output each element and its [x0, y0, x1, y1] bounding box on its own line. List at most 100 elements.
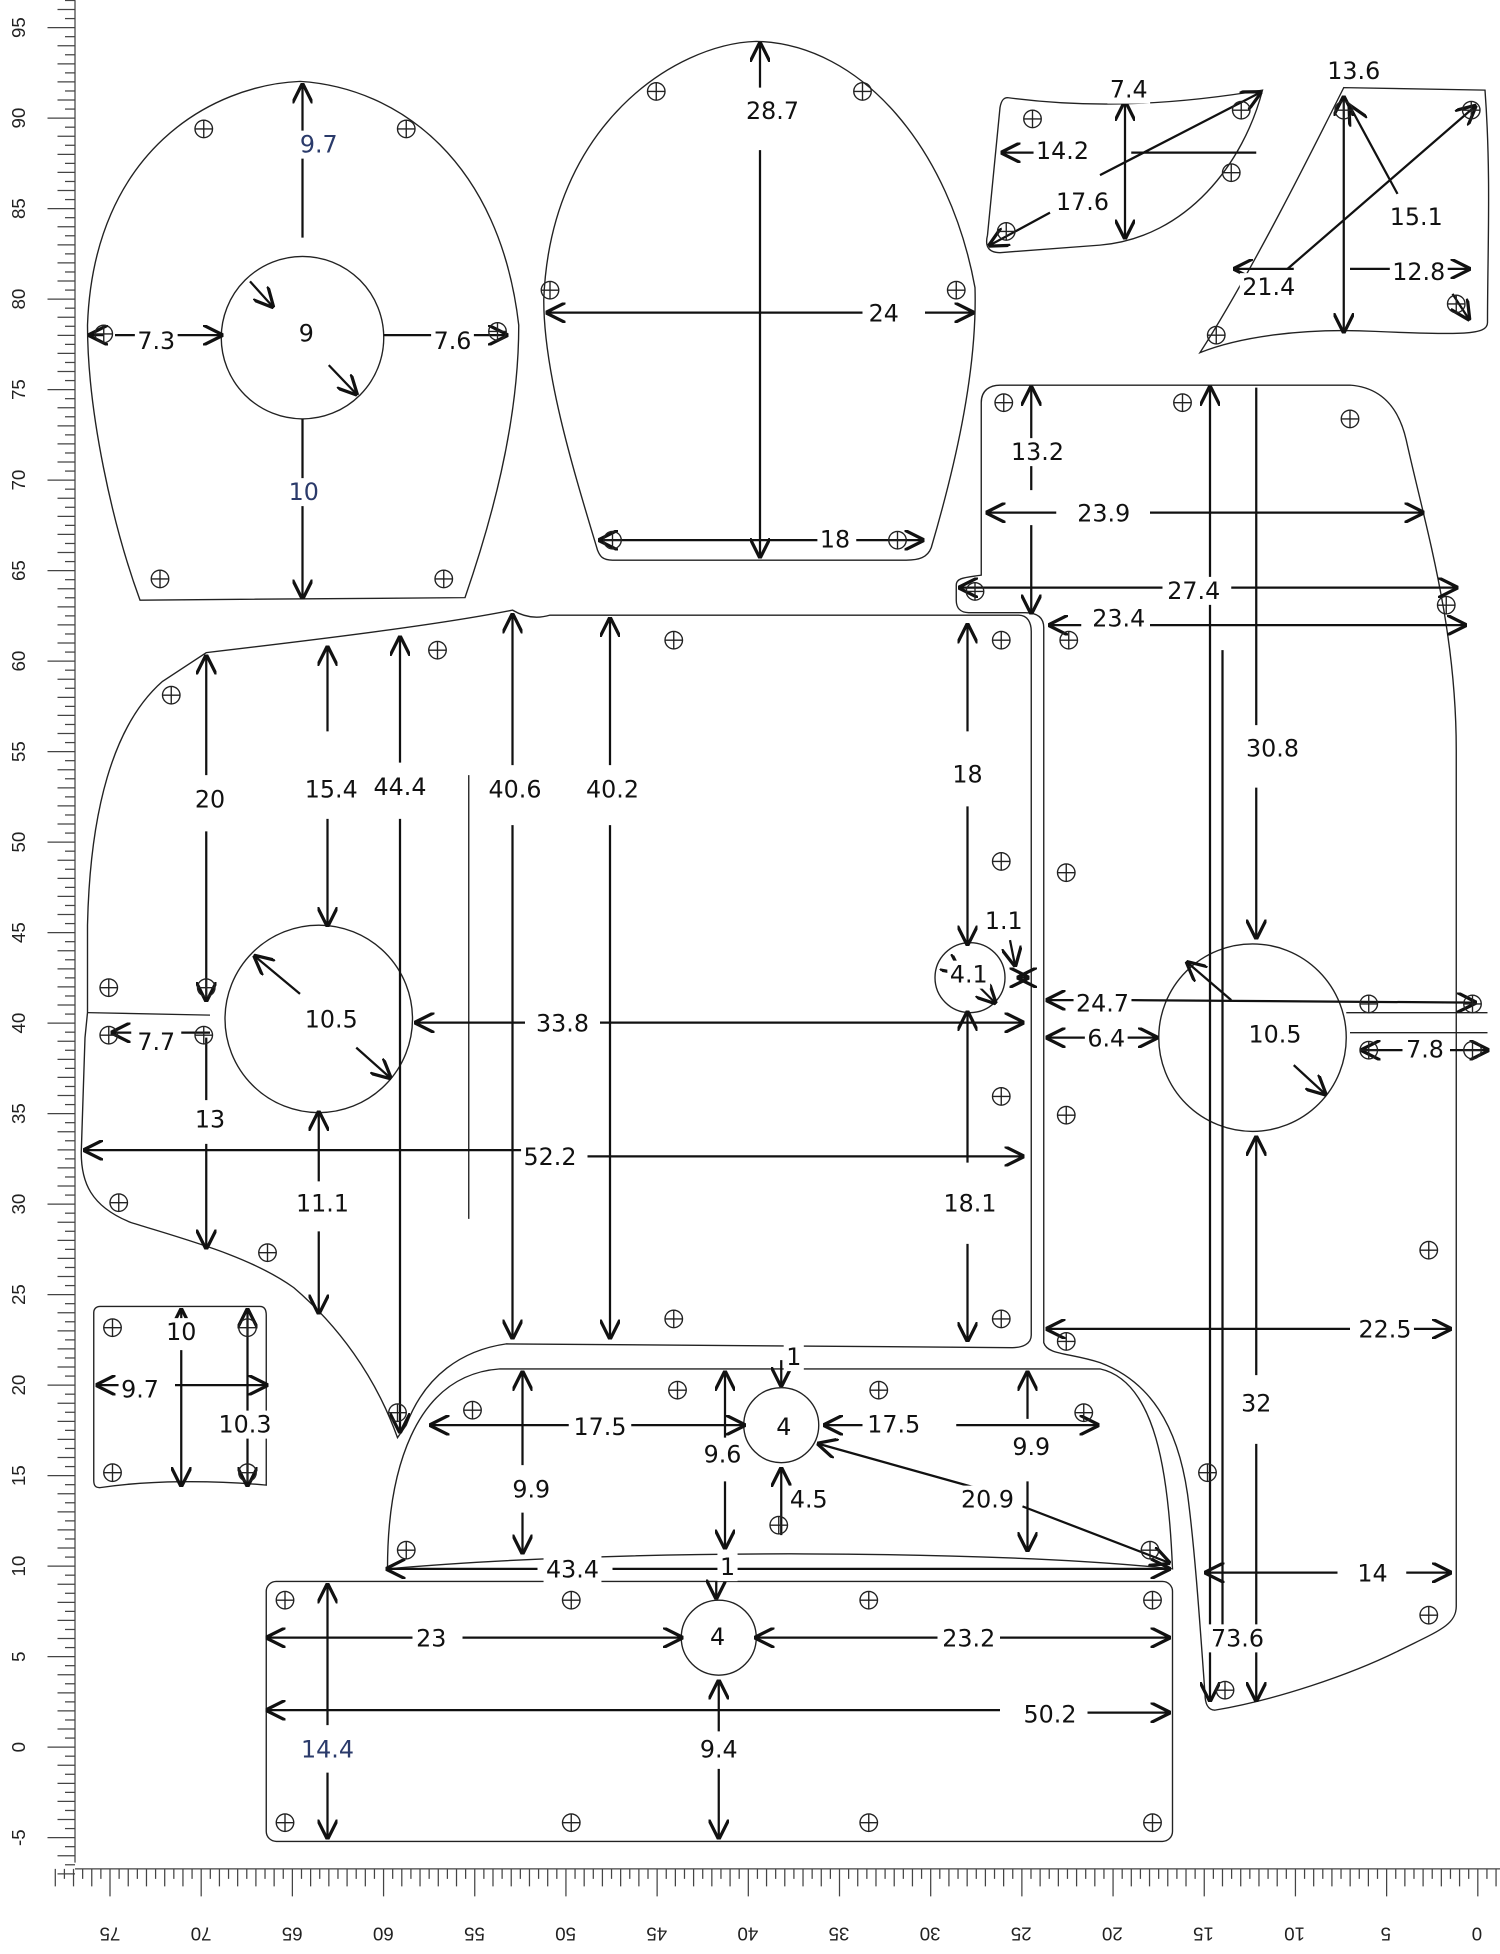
- dimension-label: 18: [952, 761, 982, 789]
- screw-hole-icon: [194, 119, 214, 139]
- dimension-label: 4: [710, 1623, 725, 1651]
- label-backing: [941, 1189, 999, 1218]
- screw-hole-icon: [1359, 1040, 1379, 1060]
- right-hole: [1158, 943, 1347, 1133]
- label-backing: [192, 785, 228, 814]
- dimension-label: 28.7: [746, 97, 799, 125]
- label-backing: [1008, 438, 1067, 467]
- screw-hole-icon: [965, 581, 985, 601]
- label-backing: [286, 478, 322, 507]
- label-backing: [1238, 1389, 1274, 1418]
- label-backing: [1356, 1315, 1414, 1344]
- label-backing: [1246, 1020, 1304, 1049]
- label-backing: [947, 960, 991, 989]
- left-ruler-label: 80: [8, 289, 29, 310]
- dimension-label: 40.6: [489, 776, 542, 804]
- left-ruler-label: 10: [8, 1556, 29, 1577]
- label-backing: [371, 773, 429, 802]
- screw-hole-icon: [275, 1813, 295, 1833]
- bottom-ruler-label: 60: [373, 1924, 394, 1945]
- left-ruler-label: 20: [8, 1375, 29, 1396]
- dimension-label: 15.1: [1390, 203, 1443, 231]
- label-backing: [1084, 1024, 1128, 1053]
- dimension-label: 6.4: [1087, 1024, 1125, 1052]
- screw-hole-icon: [1419, 1240, 1439, 1260]
- dimension-label: 23: [416, 1624, 446, 1652]
- dimension-label: 10.5: [305, 1006, 358, 1034]
- bottom-ruler-label: 20: [1102, 1924, 1123, 1945]
- screw-hole-icon: [859, 1590, 879, 1610]
- label-backing: [817, 525, 853, 554]
- dimension-label: 9.4: [700, 1736, 738, 1764]
- dimension-line: [327, 364, 357, 394]
- label-backing: [297, 130, 341, 159]
- dimension-label: 9: [299, 319, 314, 347]
- left-ruler-label: 15: [8, 1465, 29, 1486]
- dimension-label: 14: [1357, 1559, 1387, 1587]
- screw-hole-icon: [1056, 863, 1076, 883]
- dimension-label: 20.9: [961, 1486, 1014, 1514]
- rulers: 95908580757065605550454035302520151050-5…: [8, 0, 1500, 1945]
- left-ruler-label: 55: [8, 741, 29, 762]
- label-backing: [486, 775, 544, 804]
- screw-hole-icon: [1221, 163, 1241, 183]
- bottom-ruler-label: 15: [1193, 1924, 1214, 1945]
- dimension-label: 4: [776, 1413, 791, 1441]
- label-backing: [163, 1318, 199, 1347]
- screw-hole-icon: [488, 321, 507, 341]
- left-ruler-label: 0: [8, 1742, 29, 1752]
- dimension-label: 10: [166, 1318, 196, 1346]
- left-ruler-label: 5: [8, 1651, 29, 1661]
- dimension-line: [1022, 1505, 1169, 1562]
- dimension-label: 9.7: [121, 1376, 159, 1404]
- dimension-label: 73.6: [1211, 1624, 1264, 1652]
- left-ruler-label: 40: [8, 1013, 29, 1034]
- label-backing: [134, 1028, 178, 1057]
- screw-hole-icon: [103, 1318, 122, 1338]
- dimension-label: 9.7: [300, 131, 338, 159]
- dimension-label: 10.3: [219, 1411, 272, 1439]
- label-backing: [134, 326, 178, 355]
- screw-hole-icon: [1463, 1040, 1482, 1060]
- screw-hole-icon: [103, 1463, 122, 1483]
- dimension-line: [1292, 1064, 1325, 1094]
- label-backing: [302, 775, 361, 804]
- screw-hole-icon: [853, 81, 872, 101]
- dimension-label: 13: [195, 1106, 225, 1134]
- screw-hole-icon: [991, 1086, 1011, 1106]
- dimension-label: 10: [289, 478, 319, 506]
- label-backing: [1403, 1035, 1447, 1064]
- label-backing: [697, 1735, 741, 1764]
- screw-hole-icon: [1436, 595, 1456, 615]
- screw-hole-icon: [463, 1400, 482, 1420]
- bottom-ruler-label: 40: [737, 1924, 758, 1945]
- label-backing: [949, 760, 986, 789]
- label-backing: [293, 1189, 352, 1218]
- left-ruler-label: 60: [8, 651, 29, 672]
- screw-hole-icon: [996, 221, 1016, 241]
- screw-hole-icon: [946, 280, 966, 300]
- dimension-label: 7.7: [137, 1028, 175, 1056]
- label-backing: [1009, 1433, 1053, 1462]
- dimension-label: 9.9: [512, 1476, 550, 1504]
- dimension-label: 17.6: [1056, 188, 1109, 216]
- label-backing: [1389, 258, 1448, 287]
- label-backing: [192, 1105, 228, 1134]
- screw-hole-icon: [1359, 994, 1379, 1014]
- screw-hole-icon: [1173, 393, 1192, 413]
- dimension-line: [249, 280, 273, 306]
- dimension-label: 23.2: [942, 1624, 995, 1652]
- piece-top-right-quad: [1198, 86, 1490, 355]
- screw-hole-icon: [196, 978, 216, 998]
- piece-bottom-curved: [386, 1368, 1174, 1570]
- label-backing: [939, 1624, 998, 1653]
- label-backing: [509, 1475, 553, 1504]
- dimension-label: 40.2: [586, 776, 639, 804]
- bottom-ruler-label: 30: [920, 1924, 941, 1945]
- dimension-label: 14.4: [301, 1736, 354, 1764]
- screw-hole-icon: [1206, 325, 1226, 345]
- label-backing: [1073, 989, 1132, 1018]
- dimension-label: 1.1: [985, 907, 1023, 935]
